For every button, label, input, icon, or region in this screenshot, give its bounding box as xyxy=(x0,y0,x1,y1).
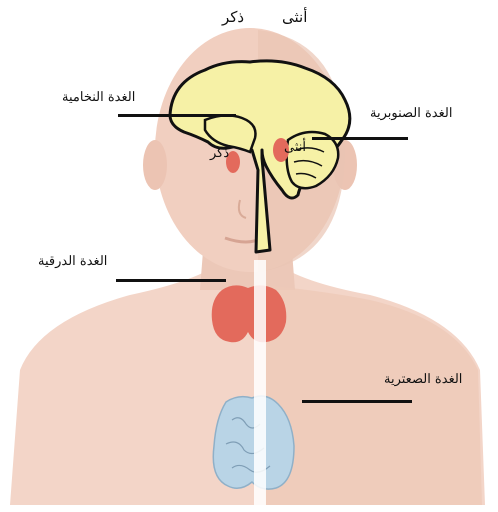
leader-thyroid xyxy=(116,279,226,282)
label-thymus: الغدة الصعترية xyxy=(384,372,462,387)
label-female-brain: أنثى xyxy=(284,140,306,155)
label-pituitary: الغدة النخامية xyxy=(62,90,135,105)
leader-thymus xyxy=(302,400,412,403)
label-male-brain: ذكر xyxy=(210,146,229,161)
thyroid-gland xyxy=(212,285,287,342)
label-male-top: ذكر xyxy=(222,8,244,26)
right-torso-shading xyxy=(265,285,482,505)
label-thyroid: الغدة الدرقية xyxy=(38,254,107,269)
thymus-gland xyxy=(213,396,294,489)
leader-pineal xyxy=(312,137,408,140)
midline-divider xyxy=(254,260,266,508)
left-ear xyxy=(143,140,167,190)
label-pineal: الغدة الصنوبرية xyxy=(370,106,452,121)
leader-pituitary xyxy=(118,114,236,117)
label-female-top: أنثى xyxy=(282,8,307,26)
